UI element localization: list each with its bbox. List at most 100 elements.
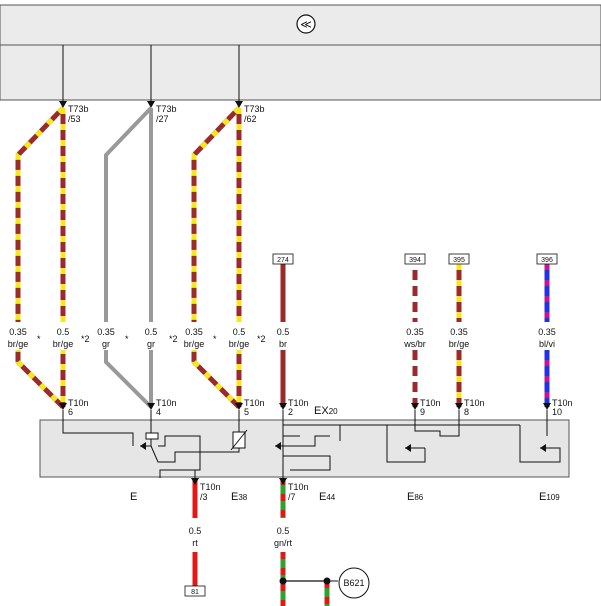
wire-label-1: 0.35 br/ge	[8, 327, 29, 349]
svg-text:0.35: 0.35	[406, 327, 424, 337]
svg-text:/53: /53	[68, 114, 81, 124]
svg-text:/3: /3	[200, 492, 208, 502]
wire-label-12: 0.5 gn/rt	[274, 526, 293, 548]
svg-text:/7: /7	[288, 492, 296, 502]
svg-text:9: 9	[420, 407, 425, 417]
svg-text:8: 8	[464, 407, 469, 417]
svg-text:bl/vi: bl/vi	[539, 339, 555, 349]
svg-text:T10n: T10n	[464, 398, 485, 408]
wire-pair-2	[90, 106, 170, 409]
svg-text:T73b: T73b	[244, 104, 265, 114]
svg-text:0.5: 0.5	[57, 327, 70, 337]
svg-text:br/ge: br/ge	[53, 339, 74, 349]
svg-text:5: 5	[244, 407, 249, 417]
svg-text:0.35: 0.35	[538, 327, 556, 337]
svg-text:br/ge: br/ge	[8, 339, 29, 349]
wire-label-4: 0.5gr	[145, 327, 158, 349]
wire-label-8: 0.35 ws/br	[403, 327, 426, 349]
svg-text:T10n: T10n	[200, 482, 221, 492]
ref-box-274: 274	[272, 253, 294, 265]
connector-pin-10: T10n 10	[543, 398, 573, 417]
wire-label-3: 0.35 gr	[97, 327, 115, 349]
connector-pin-2: T10n 2	[279, 398, 309, 417]
svg-text:T10n: T10n	[244, 398, 265, 408]
wire-label-9: 0.35 br/ge	[449, 327, 470, 349]
svg-text:0.5: 0.5	[277, 526, 290, 536]
svg-text:T73b: T73b	[156, 104, 177, 114]
component-e86: E86	[407, 491, 424, 503]
svg-text:T10n: T10n	[420, 398, 441, 408]
svg-text:ws/br: ws/br	[403, 339, 426, 349]
ref-box-395: 395	[448, 253, 470, 265]
svg-text:/27: /27	[156, 114, 169, 124]
svg-text:gr: gr	[102, 339, 110, 349]
connector-top-1: T73b /53	[59, 101, 89, 124]
wire-br-ge	[444, 264, 478, 407]
wire-label-6: 0.5 br/ge	[229, 327, 250, 349]
ref-box-81: 81	[184, 585, 206, 597]
svg-text:10: 10	[552, 407, 562, 417]
svg-text:gn/rt: gn/rt	[274, 538, 293, 548]
svg-text:396: 396	[541, 257, 553, 264]
connector-pin-4: T10n 4	[147, 398, 177, 417]
svg-text:6: 6	[68, 407, 73, 417]
svg-text:/62: /62	[244, 114, 257, 124]
marker-1b: *2	[81, 334, 90, 344]
svg-text:T10n: T10n	[156, 398, 177, 408]
connector-top-3: T73b /62	[235, 101, 265, 124]
wire-br	[270, 264, 298, 407]
module-internal-wiring	[62, 410, 561, 478]
svg-text:0.5: 0.5	[277, 327, 290, 337]
connector-pin-3: T10n /3	[191, 478, 221, 502]
svg-text:T10n: T10n	[68, 398, 89, 408]
svg-text:T73b: T73b	[68, 104, 89, 114]
wire-label-7: 0.5 br	[277, 327, 290, 349]
wire-pair-1	[2, 106, 82, 409]
component-e38: E38	[231, 491, 248, 503]
wire-ws-br	[400, 264, 434, 407]
svg-text:0.35: 0.35	[185, 327, 203, 337]
svg-text:br: br	[279, 339, 287, 349]
svg-text:0.35: 0.35	[97, 327, 115, 337]
wire-bl-vi	[532, 264, 564, 407]
svg-text:≪: ≪	[300, 19, 312, 31]
svg-text:0.5: 0.5	[189, 526, 202, 536]
control-unit-body	[0, 44, 601, 101]
connector-top-2: T73b /27	[147, 101, 177, 124]
svg-text:T10n: T10n	[552, 398, 573, 408]
svg-text:395: 395	[453, 257, 465, 264]
svg-text:br/ge: br/ge	[229, 339, 250, 349]
marker-2b: *2	[169, 334, 178, 344]
marker-1a: *	[37, 334, 41, 344]
marker-3b: *2	[257, 334, 266, 344]
svg-text:0.35: 0.35	[450, 327, 468, 337]
component-e44: E44	[319, 491, 336, 503]
connector-pin-9: T10n 9	[411, 398, 441, 417]
wire-pair-3	[178, 106, 268, 409]
connector-pin-7: T10n /7	[279, 478, 309, 502]
svg-text:0.35: 0.35	[9, 327, 27, 337]
svg-text:br/ge: br/ge	[449, 339, 470, 349]
switch-module-ex20	[39, 419, 570, 478]
connector-pin-8: T10n 8	[455, 398, 485, 417]
ref-box-396: 396	[536, 253, 558, 265]
svg-text:394: 394	[409, 257, 421, 264]
svg-text:T10n: T10n	[288, 482, 309, 492]
svg-text:0.5: 0.5	[233, 327, 246, 337]
connector-pin-6: T10n 6	[59, 398, 89, 417]
ground-ref-b621[interactable]: B621	[338, 567, 370, 599]
svg-text:gr: gr	[147, 339, 155, 349]
svg-text:2: 2	[288, 407, 293, 417]
component-e: E	[130, 491, 137, 503]
ref-box-394: 394	[404, 253, 426, 265]
connector-pin-5: T10n 5	[235, 398, 265, 417]
switch-symbols	[140, 442, 546, 452]
marker-2a: *	[125, 334, 129, 344]
wire-label-10: 0.35 bl/vi	[538, 327, 556, 349]
wire-label-11: 0.5rt	[189, 526, 202, 548]
svg-text:274: 274	[277, 257, 289, 264]
svg-text:T10n: T10n	[288, 398, 309, 408]
svg-text:B621: B621	[343, 578, 364, 588]
ground-symbol-icon: ≪	[296, 14, 316, 34]
